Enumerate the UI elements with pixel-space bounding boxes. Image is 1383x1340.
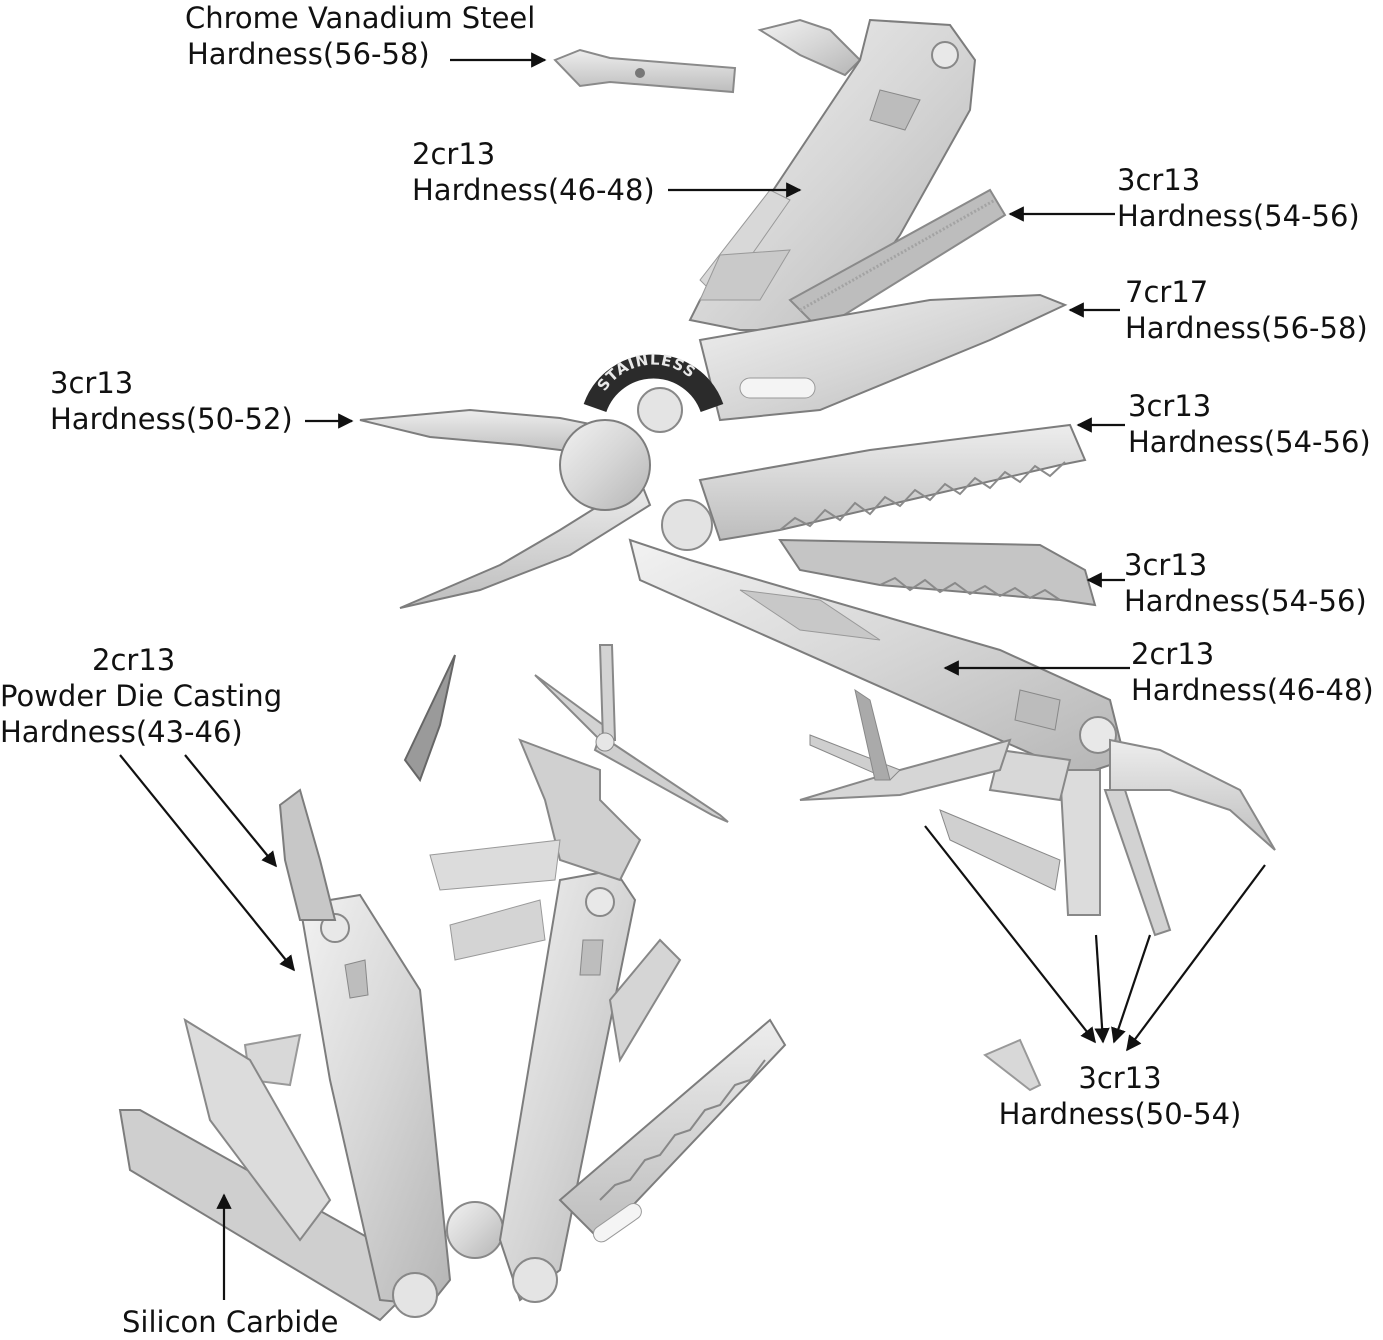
label-blade-material: 7cr17	[1125, 274, 1368, 310]
label-file-material: 3cr13	[1117, 162, 1360, 198]
label-blade-hardness: Hardness(56-58)	[1125, 310, 1368, 346]
label-wood-saw-material: 3cr13	[1128, 388, 1371, 424]
pliers-jaws	[360, 388, 682, 608]
label-wood-saw-hardness: Hardness(54-56)	[1128, 424, 1371, 460]
label-file: 3cr13 Hardness(54-56)	[1117, 162, 1360, 234]
label-pliers-hardness: Hardness(50-52)	[50, 401, 293, 437]
wood-saw	[662, 425, 1085, 550]
label-file-hardness: Hardness(54-56)	[1117, 198, 1360, 234]
label-sharpener-material: Silicon Carbide	[122, 1304, 339, 1340]
label-bit-holder-process: Powder Die Casting	[0, 678, 300, 714]
serrated-blade	[780, 540, 1095, 605]
label-top-handle: 2cr13 Hardness(46-48)	[412, 136, 655, 208]
label-top-handle-material: 2cr13	[412, 136, 655, 172]
label-bit-holder: 2cr13 Powder Die Casting Hardness(43-46)	[0, 642, 300, 750]
label-blade: 7cr17 Hardness(56-58)	[1125, 274, 1368, 346]
label-small-tools: 3cr13 Hardness(50-54)	[990, 1060, 1250, 1132]
label-serrated-blade-material: 3cr13	[1124, 547, 1367, 583]
label-small-tools-material: 3cr13	[990, 1060, 1250, 1096]
label-small-tools-hardness: Hardness(50-54)	[990, 1096, 1250, 1132]
label-top-handle-hardness: Hardness(46-48)	[412, 172, 655, 208]
screwdriver-bit	[555, 50, 735, 92]
label-serrated-blade-hardness: Hardness(54-56)	[1124, 583, 1367, 619]
label-bits: Chrome Vanadium Steel Hardness(56-58)	[185, 0, 535, 72]
folded-tool	[120, 740, 785, 1320]
label-wood-saw: 3cr13 Hardness(54-56)	[1128, 388, 1371, 460]
label-bits-material: Chrome Vanadium Steel	[185, 0, 535, 36]
label-bottom-handle-hardness: Hardness(46-48)	[1131, 672, 1374, 708]
label-bits-hardness: Hardness(56-58)	[185, 36, 535, 72]
label-bit-holder-hardness: Hardness(43-46)	[0, 714, 300, 750]
label-bottom-handle-material: 2cr13	[1131, 636, 1374, 672]
label-pliers-material: 3cr13	[50, 365, 293, 401]
label-bit-holder-material: 2cr13	[0, 642, 300, 678]
label-bottom-handle: 2cr13 Hardness(46-48)	[1131, 636, 1374, 708]
label-serrated-blade: 3cr13 Hardness(54-56)	[1124, 547, 1367, 619]
label-sharpener: Silicon Carbide	[122, 1304, 339, 1340]
label-pliers: 3cr13 Hardness(50-52)	[50, 365, 293, 437]
